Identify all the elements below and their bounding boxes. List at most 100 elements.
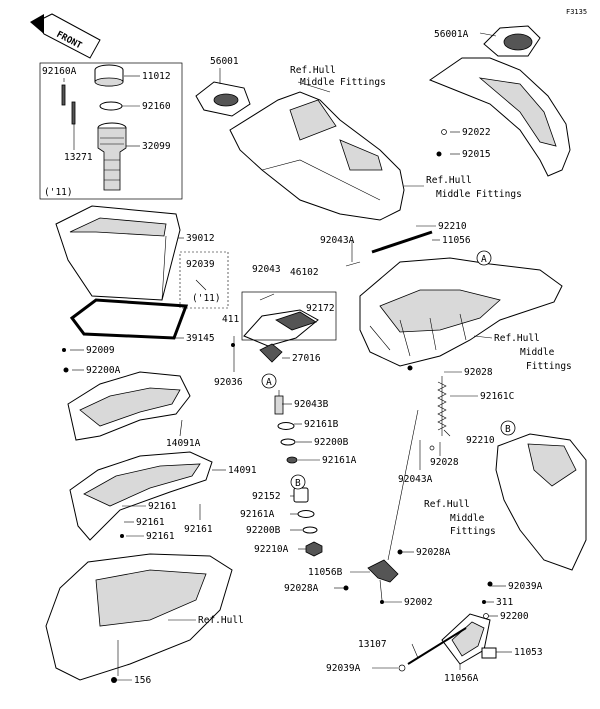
callout-a-mid: A (261, 373, 277, 389)
label-11-b: ('11) (192, 293, 221, 304)
label-56001: 56001 (210, 56, 239, 67)
label-39012: 39012 (186, 233, 215, 244)
label-92161-a: 92161 (148, 501, 177, 512)
label-27016: 27016 (292, 353, 321, 364)
label-56001A: 56001A (434, 29, 469, 40)
hull-deck-a (359, 257, 563, 367)
label-92161A-b: 92161A (240, 509, 275, 520)
filler-parts-box (39, 62, 183, 200)
gasket-39145 (69, 298, 189, 340)
storage-bin-39012 (55, 205, 181, 301)
label-92161-d: 92161 (184, 524, 213, 535)
label-92161-b: 92161 (136, 517, 165, 528)
callout-b-right: B (500, 420, 516, 436)
pin-92043 (259, 293, 275, 301)
bolt-92039 (195, 279, 207, 291)
label-92039: 92039 (186, 259, 215, 270)
label-11053: 11053 (514, 647, 543, 658)
bolt-92039-box (179, 251, 229, 309)
bolt-92043A-top (345, 261, 361, 267)
clip-92160A (61, 84, 66, 106)
label-92161-c: 92161 (146, 531, 175, 542)
label-92210-mid: 92210 (466, 435, 495, 446)
part-labels: 56001 56001A Ref.Hull Middle Fittings 92… (42, 29, 572, 686)
label-ref-hull-right: Ref.Hull (426, 175, 472, 186)
plate-11053 (481, 647, 497, 659)
label-ref-hull-mid3: Fittings (526, 361, 572, 372)
label-92002: 92002 (404, 597, 433, 608)
spring-92161C (437, 381, 447, 431)
label-156: 156 (134, 675, 151, 686)
label-92039A-b: 92039A (326, 663, 361, 674)
label-92200A: 92200A (86, 365, 121, 376)
label-92043A-top: 92043A (320, 235, 355, 246)
figure-code: F3135 (566, 8, 587, 16)
label-92160A: 92160A (42, 66, 77, 77)
label-ref-hull-top: Ref.Hull (290, 65, 336, 76)
label-92161B: 92161B (304, 419, 339, 430)
label-92043: 92043 (252, 264, 281, 275)
label-92200B-a: 92200B (314, 437, 349, 448)
label-middle-fittings-right: Middle Fittings (436, 189, 522, 200)
cap-11012 (94, 64, 124, 87)
label-92039A-a: 92039A (508, 581, 543, 592)
hatch-cover-14091 (69, 451, 213, 541)
svg-text:B: B (295, 478, 301, 489)
label-11-a: ('11) (44, 187, 73, 198)
label-13271: 13271 (64, 152, 93, 163)
label-11056: 11056 (442, 235, 471, 246)
label-11012: 11012 (142, 71, 171, 82)
label-92028-a: 92028 (464, 367, 493, 378)
label-13107: 13107 (358, 639, 387, 650)
vent-cover-56001 (195, 81, 251, 117)
front-arrow-icon (30, 13, 101, 59)
hull-middle-section-top (229, 91, 405, 221)
parts-box-46102 (241, 291, 337, 341)
bracket-11056A (441, 613, 491, 665)
label-92160: 92160 (142, 101, 171, 112)
front-hull (45, 553, 233, 681)
svg-text:A: A (481, 254, 487, 265)
label-92028A-b: 92028A (284, 583, 319, 594)
callout-a-top: A (476, 250, 492, 266)
label-92028-b: 92028 (430, 457, 459, 468)
column-stack (274, 390, 323, 557)
svg-text:B: B (505, 424, 511, 435)
vent-cover-56001A (483, 25, 541, 57)
rod-11056 (371, 230, 433, 254)
label-92022: 92022 (462, 127, 491, 138)
label-ref-hull-b2: Middle (450, 513, 485, 524)
label-92161A-a: 92161A (322, 455, 357, 466)
label-92028A-a: 92028A (416, 547, 451, 558)
label-92200: 92200 (500, 611, 529, 622)
label-ref-hull-b3: Fittings (450, 526, 496, 537)
fastener-dots (62, 129, 493, 672)
lever-11056B (367, 559, 399, 601)
clip-13271 (71, 101, 76, 125)
label-ref-hull-b1: Ref.Hull (424, 499, 470, 510)
label-311: 311 (496, 597, 513, 608)
label-ref-hull-mid2: Middle (520, 347, 555, 358)
rod-13107 (407, 627, 467, 665)
label-92043A-mid: 92043A (398, 474, 433, 485)
label-411: 411 (222, 314, 239, 325)
label-ref-hull-mid1: Ref.Hull (494, 333, 540, 344)
label-92210-top: 92210 (438, 221, 467, 232)
label-39145: 39145 (186, 333, 215, 344)
label-11056B: 11056B (308, 567, 343, 578)
label-92036: 92036 (214, 377, 243, 388)
label-14091: 14091 (228, 465, 257, 476)
label-ref-hull-bottom: Ref.Hull (198, 615, 244, 626)
hatch-cover-14091A (67, 371, 191, 441)
label-92161C: 92161C (480, 391, 514, 402)
hull-seat-b (495, 433, 587, 571)
label-92152: 92152 (252, 491, 281, 502)
filler-neck-32099 (97, 122, 127, 191)
bracket-27016 (259, 343, 283, 363)
label-92015: 92015 (462, 149, 491, 160)
label-11056A: 11056A (444, 673, 479, 684)
leader-diag (387, 409, 419, 561)
callout-b-mid: B (290, 474, 306, 490)
label-46102: 46102 (290, 267, 319, 278)
